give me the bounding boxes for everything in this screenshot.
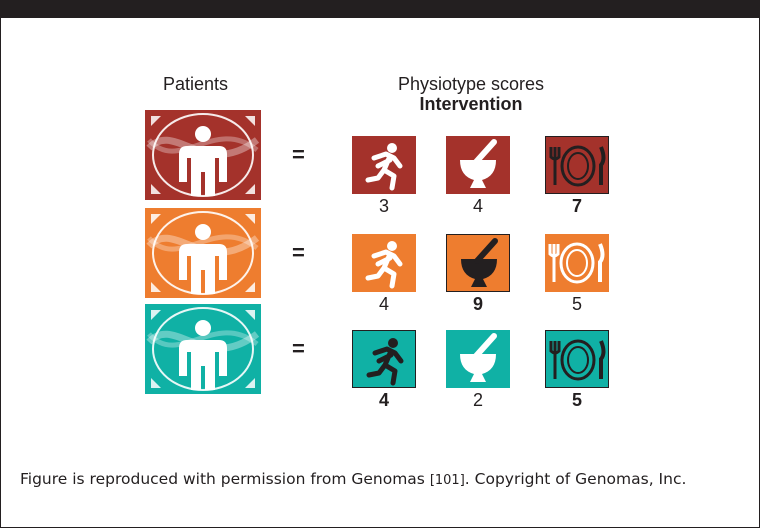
physiotype-score: 5 [571, 390, 582, 410]
caption-text: Figure is reproduced with permission fro… [20, 470, 430, 488]
patient-figure-icon [145, 110, 261, 200]
header-bar [0, 0, 760, 18]
equals-sign: = [292, 336, 305, 361]
physiotype-score: 4 [378, 294, 389, 314]
caption-reference: [101] [429, 473, 465, 488]
patient-figure-icon [145, 304, 261, 394]
intervention-header: Intervention [419, 94, 523, 114]
caption-text-end: . Copyright of Genomas, Inc. [464, 470, 687, 488]
running-person-icon [352, 330, 416, 388]
mortar-pestle-icon [446, 330, 510, 388]
mortar-pestle-icon [446, 234, 510, 292]
figure-caption: Figure is reproduced with permission fro… [20, 468, 720, 492]
physiotype-score: 4 [472, 196, 483, 216]
physiotype-header: Physiotype scores [397, 74, 545, 94]
mortar-pestle-icon [446, 136, 510, 194]
running-person-icon [352, 234, 416, 292]
physiotype-score: 9 [472, 294, 483, 314]
plate-cutlery-icon [545, 330, 609, 388]
physiotype-score: 7 [571, 196, 582, 216]
physiotype-score: 3 [378, 196, 389, 216]
physiotype-score: 5 [571, 294, 582, 314]
physiotype-score: 2 [472, 390, 483, 410]
equals-sign: = [292, 240, 305, 265]
plate-cutlery-icon [545, 136, 609, 194]
patients-header: Patients [163, 74, 229, 94]
equals-sign: = [292, 142, 305, 167]
patient-figure-icon [145, 208, 261, 298]
running-person-icon [352, 136, 416, 194]
physiotype-score: 4 [378, 390, 389, 410]
plate-cutlery-icon [545, 234, 609, 292]
